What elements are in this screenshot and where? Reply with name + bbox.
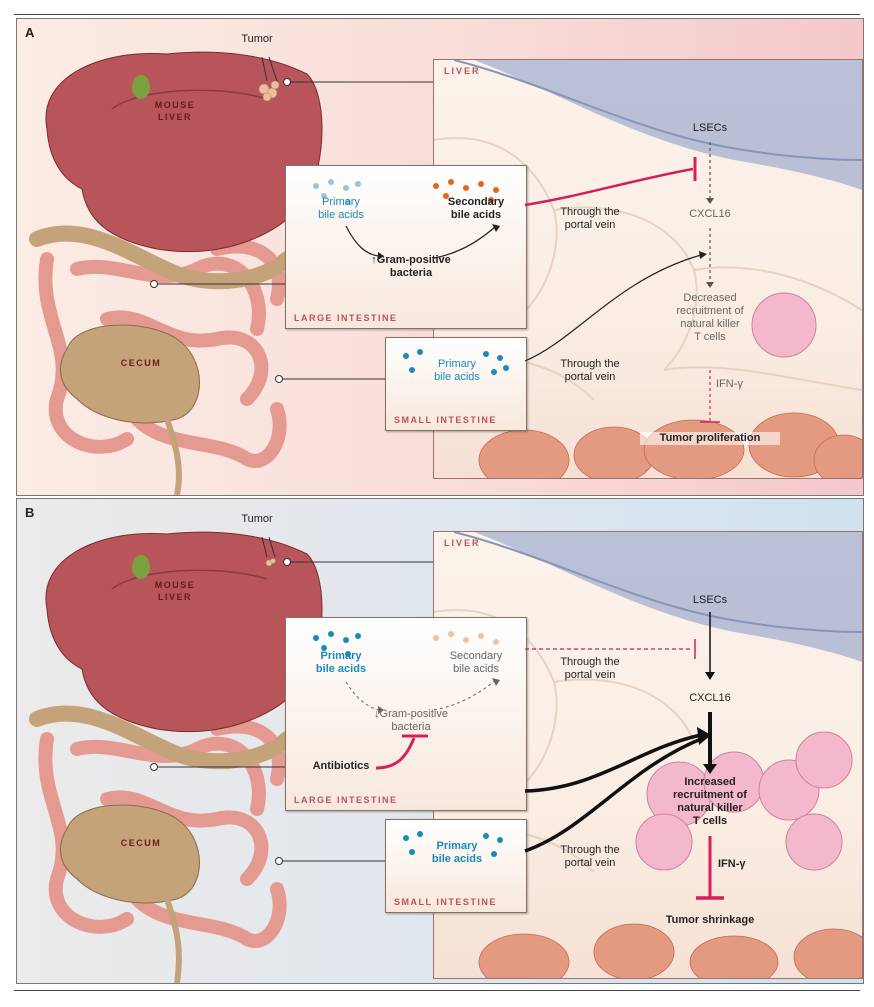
liver-tissue-illustration (434, 532, 862, 978)
small-intestine-inset: Primary bile acids SMALL INTESTINE (385, 819, 527, 913)
inhibit-arrow (524, 167, 694, 207)
antibiotics-label: Antibiotics (312, 760, 370, 772)
gallbladder-shape (132, 555, 150, 579)
primary-bile-acid-particles (313, 179, 361, 205)
secondary-bile-acids: Secondary bile acids (447, 196, 505, 221)
secondary-bile-acid-particles (433, 179, 499, 203)
blood-vessel-shape (474, 532, 862, 662)
gram-positive-label: ↑Gram-positive bacteria (371, 254, 451, 279)
small-intestine-inset: Primary bile acids SMALL INTESTINE (385, 337, 527, 431)
lsecs-label: LSECs (692, 594, 728, 606)
tumor-nodule (258, 80, 280, 102)
gallbladder-shape (132, 75, 150, 99)
large-intestine-inset: Primary bile acids Secondary bile acids … (285, 165, 527, 329)
large-intestine-title: LARGE INTESTINE (294, 313, 398, 323)
liver-title: LIVER (444, 538, 481, 548)
cxcl16-label: CXCL16 (689, 692, 731, 704)
portal-vein-label-2: Through the portal vein (560, 844, 620, 869)
secondary-bile-acid-particles (433, 631, 499, 645)
large-intestine-inset: Primary bile acids Secondary bile acids … (285, 617, 527, 811)
outcome-label: Tumor proliferation (640, 432, 780, 445)
nk-cells (635, 731, 853, 871)
cecum-shape (59, 804, 200, 904)
large-intestine-shape (29, 705, 295, 770)
primary-bile-acids-si: Primary bile acids (431, 840, 483, 865)
cxcl16-label: CXCL16 (689, 208, 731, 220)
portal-vein-label-2: Through the portal vein (560, 358, 620, 383)
primary-bile-acids-si: Primary bile acids (434, 358, 480, 383)
panel-letter: B (25, 505, 35, 520)
ifn-label: IFN-γ (716, 378, 743, 390)
tumor-cells (478, 923, 862, 978)
pathway-arrows (524, 157, 707, 362)
panel-a: A MOUSE LIVER CECUM Tumor (16, 18, 864, 496)
gram-positive-label: ↓Gram-positive bacteria (374, 708, 448, 733)
portal-vein-label-1: Through the portal vein (560, 206, 620, 231)
large-intestine-shape (29, 225, 295, 290)
activate-arrow (524, 254, 702, 362)
recruitment-label: Increased recruitment of natural killer … (673, 776, 747, 827)
primary-bile-acids-li: Primary bile acids (315, 650, 367, 675)
activate-arrow-si (524, 737, 702, 853)
anatomy-illustration (29, 51, 433, 495)
bottom-rule (14, 990, 860, 991)
liver-title: LIVER (444, 66, 481, 76)
recruitment-label: Decreased recruitment of natural killer … (676, 292, 744, 343)
outcome-label: Tumor shrinkage (665, 914, 755, 926)
small-intestine-title: SMALL INTESTINE (394, 897, 497, 907)
antibiotics-inhibit (375, 737, 416, 770)
top-rule (14, 14, 860, 15)
tumor-nodule (265, 558, 276, 567)
portal-vein-label-1: Through the portal vein (560, 656, 620, 681)
small-intestine-title: SMALL INTESTINE (394, 415, 497, 425)
large-intestine-title: LARGE INTESTINE (294, 795, 398, 805)
lsecs-label: LSECs (692, 122, 728, 134)
cecum-label: CECUM (120, 838, 162, 848)
anatomy-illustration (29, 531, 433, 983)
cecum-label: CECUM (120, 358, 162, 368)
cecum-shape (59, 324, 200, 424)
primary-bile-acid-particles (313, 631, 361, 657)
liver-tissue-illustration (434, 60, 862, 478)
pathway-arrows (524, 639, 711, 853)
ifn-label: IFN-γ (718, 858, 746, 870)
mouse-liver-label: MOUSE LIVER (154, 580, 196, 602)
tumor-label: Tumor (241, 33, 273, 45)
panel-letter: A (25, 25, 35, 40)
primary-bile-acid-particles (403, 831, 503, 857)
secondary-bile-acids: Secondary bile acids (449, 650, 503, 675)
panel-b: B MOUSE LIVER CECUM Tumor (16, 498, 864, 984)
blood-vessel-shape (474, 60, 862, 190)
intestine-loops (38, 719, 287, 948)
tumor-label: Tumor (241, 513, 273, 525)
mouse-liver-label: MOUSE LIVER (154, 100, 196, 122)
activate-arrow-li (524, 733, 702, 793)
primary-bile-acid-particles (403, 349, 509, 375)
primary-bile-acids-li: Primary bile acids (318, 196, 364, 221)
nk-cell (751, 292, 817, 358)
